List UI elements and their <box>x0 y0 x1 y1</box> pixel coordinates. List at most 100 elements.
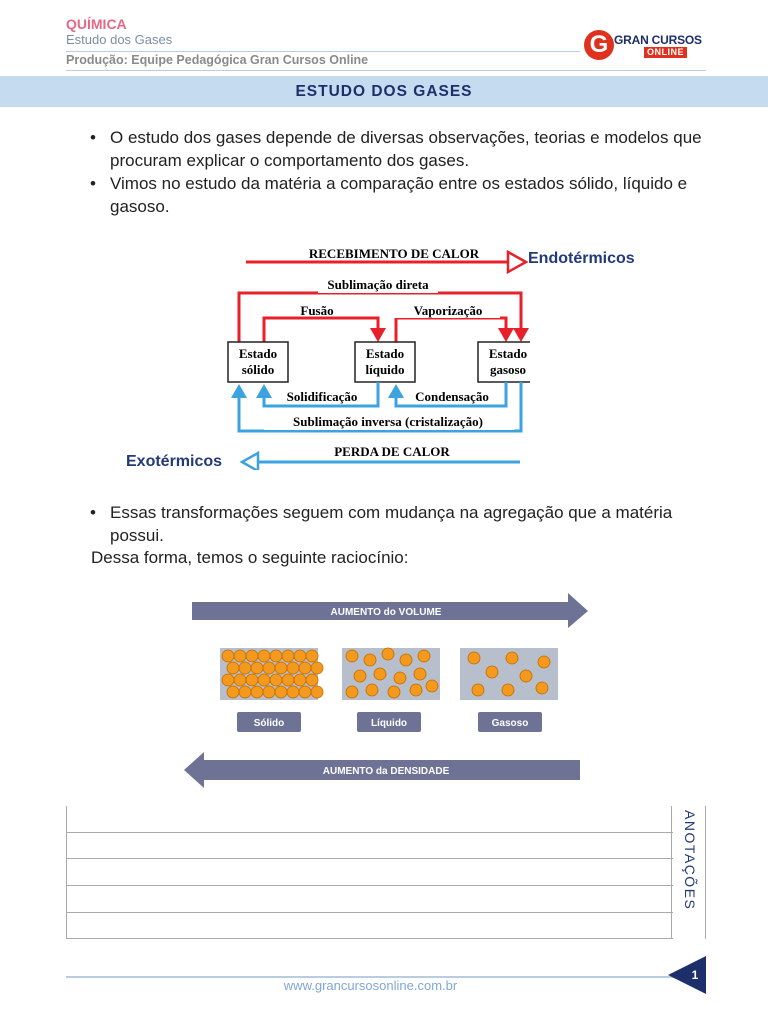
gas-particles <box>467 651 551 697</box>
particle <box>310 685 324 699</box>
logo-letter: G <box>584 30 614 60</box>
title-band <box>0 76 768 107</box>
particle <box>381 647 395 661</box>
particle <box>233 649 247 663</box>
logo-text: GRAN CURSOS <box>614 33 702 47</box>
particle <box>245 649 259 663</box>
particle <box>257 673 271 687</box>
solid-state-label-2: sólido <box>242 362 275 377</box>
particle <box>257 649 271 663</box>
particle <box>471 683 485 697</box>
gran-cursos-logo: G GRAN CURSOS ONLINE <box>584 30 708 62</box>
particle <box>353 669 367 683</box>
particle <box>221 673 235 687</box>
page-number: 1 <box>692 968 699 982</box>
reverse-sublimation-path <box>237 382 523 433</box>
particle <box>363 653 377 667</box>
particle <box>345 649 359 663</box>
page-number-badge: 1 <box>668 956 706 994</box>
gas-tag-label: Gasoso <box>492 718 529 729</box>
particle <box>238 685 252 699</box>
endothermic-label: Endotérmicos <box>528 250 635 267</box>
heat-loss-arrowhead <box>239 450 260 470</box>
notes-side-panel <box>672 806 706 939</box>
solid-tag-label: Sólido <box>254 718 285 729</box>
solid-state-box <box>227 341 289 383</box>
notes-label: ANOTAÇÕES <box>682 810 698 911</box>
liquid-tag-label: Líquido <box>371 718 407 729</box>
liquid-tag <box>357 712 421 732</box>
particle <box>286 685 300 699</box>
particle <box>345 685 359 699</box>
exothermic-label: Exotérmicos <box>126 453 223 470</box>
solid-tag <box>237 712 301 732</box>
particle <box>305 673 319 687</box>
topic-label: Estudo dos Gases <box>66 32 173 47</box>
logo-subtext: ONLINE <box>644 47 688 58</box>
solidification-path <box>262 382 380 408</box>
header-divider-bottom <box>66 70 706 71</box>
condensation-path <box>394 382 508 408</box>
density-arrow-label: AUMENTO da DENSIDADE <box>323 766 450 777</box>
particle <box>519 669 533 683</box>
particle <box>281 649 295 663</box>
condensation-label: Condensação <box>415 389 489 404</box>
notes-line <box>67 938 673 939</box>
footer-divider <box>66 976 676 978</box>
density-arrow <box>184 752 580 788</box>
notes-line <box>67 885 673 886</box>
gas-state-label-2: gasoso <box>490 362 526 377</box>
volume-density-diagram: AUMENTO do VOLUME Sólido Líquido Gasoso … <box>184 593 588 788</box>
particle <box>274 661 288 675</box>
particle <box>269 649 283 663</box>
particle <box>535 681 549 695</box>
footer-url[interactable]: www.grancursosonline.com.br <box>283 978 458 993</box>
liquid-particles <box>345 647 439 699</box>
vaporization-label: Vaporização <box>414 303 483 318</box>
solidification-label: Solidificação <box>287 389 358 404</box>
notes-line <box>67 858 673 859</box>
particle <box>226 685 240 699</box>
particle <box>537 655 551 669</box>
bullet-item: O estudo dos gases depende de diversas o… <box>90 126 716 172</box>
particle <box>262 685 276 699</box>
particle <box>413 667 427 681</box>
particle <box>286 661 300 675</box>
particle <box>281 673 295 687</box>
gas-state-label-1: Estado <box>489 346 527 361</box>
particle <box>365 683 379 697</box>
heat-loss-label: PERDA DE CALOR <box>334 444 450 459</box>
particle <box>250 685 264 699</box>
production-credit: Produção: Equipe Pedagógica Gran Cursos … <box>66 53 369 67</box>
particle <box>417 649 431 663</box>
particle <box>293 649 307 663</box>
particle <box>238 661 252 675</box>
mid-bullets: Essas transformações seguem com mudança … <box>90 501 716 547</box>
page-number-shape <box>668 956 706 994</box>
notes-line <box>67 832 673 833</box>
particle <box>409 683 423 697</box>
particle <box>226 661 240 675</box>
vaporization-path <box>394 316 508 343</box>
particle <box>399 653 413 667</box>
volume-arrow <box>192 593 588 628</box>
particle <box>269 673 283 687</box>
particle <box>373 667 387 681</box>
particle <box>250 661 264 675</box>
sublimation-label: Sublimação direta <box>327 277 429 292</box>
particle <box>305 649 319 663</box>
notes-line <box>67 912 673 913</box>
reverse-sublimation-label: Sublimação inversa (cristalização) <box>293 414 483 429</box>
particle <box>393 671 407 685</box>
liquid-state-label-2: líquido <box>365 362 404 377</box>
particle <box>298 685 312 699</box>
particle <box>245 673 259 687</box>
intro-bullets: O estudo dos gases depende de diversas o… <box>90 126 716 218</box>
subject-label: QUÍMICA <box>66 16 127 32</box>
notes-lines <box>66 806 673 939</box>
particle <box>310 661 324 675</box>
solid-particles <box>221 649 324 699</box>
notes-box <box>66 806 706 939</box>
liquid-state-box <box>354 341 416 383</box>
particle <box>485 665 499 679</box>
